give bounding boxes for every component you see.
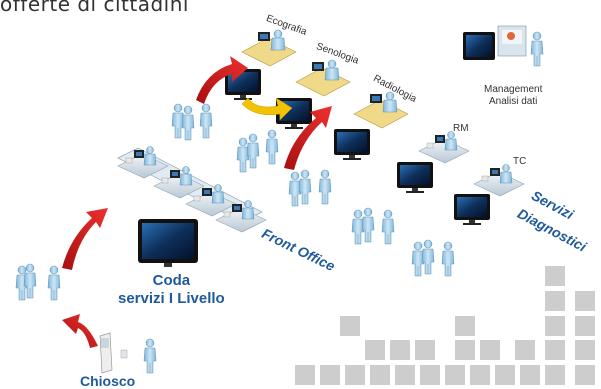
decorative-blocks (295, 266, 595, 385)
monitor-icon (334, 129, 370, 160)
label-coda-line1: Coda (152, 272, 191, 289)
arrow-red-icon (62, 314, 98, 348)
monitor-icon (397, 162, 433, 193)
station-rm (418, 131, 470, 164)
queue-senologia (236, 129, 279, 173)
front-office-desks (117, 146, 267, 233)
arrow-red-icon (284, 106, 332, 170)
label-tc: TC (513, 156, 527, 167)
label-coda-line2: servizi I Livello (118, 290, 225, 307)
arrow-yellow-icon (241, 97, 293, 121)
monitor-icon (454, 194, 490, 225)
arrow-red-icon (62, 208, 108, 270)
label-chiosco: Chiosco (80, 373, 136, 389)
station-tc (473, 164, 525, 197)
management-monitor-icon (463, 25, 527, 60)
queue-tc (411, 239, 455, 277)
queue-coda (15, 263, 61, 301)
queue-radiologia (288, 169, 332, 207)
station-senologia (295, 59, 351, 97)
label-management: Management Analisi dati (484, 84, 542, 108)
kiosk-icon (99, 332, 128, 374)
arrow-red-icon (196, 56, 248, 104)
header-text: offerte di cittadini (0, 0, 189, 16)
label-coda: Coda servizi I Livello (118, 272, 225, 308)
chiosco-person-icon (143, 338, 157, 374)
queue-rm (351, 207, 395, 245)
coda-monitor-icon (138, 219, 198, 267)
label-analisi-line2: Analisi dati (489, 96, 538, 107)
station-ecografia (241, 29, 297, 67)
management-person-icon (530, 31, 544, 67)
label-rm: RM (453, 123, 469, 134)
label-management-line1: Management (484, 84, 543, 95)
queue-ecografia (171, 103, 213, 141)
